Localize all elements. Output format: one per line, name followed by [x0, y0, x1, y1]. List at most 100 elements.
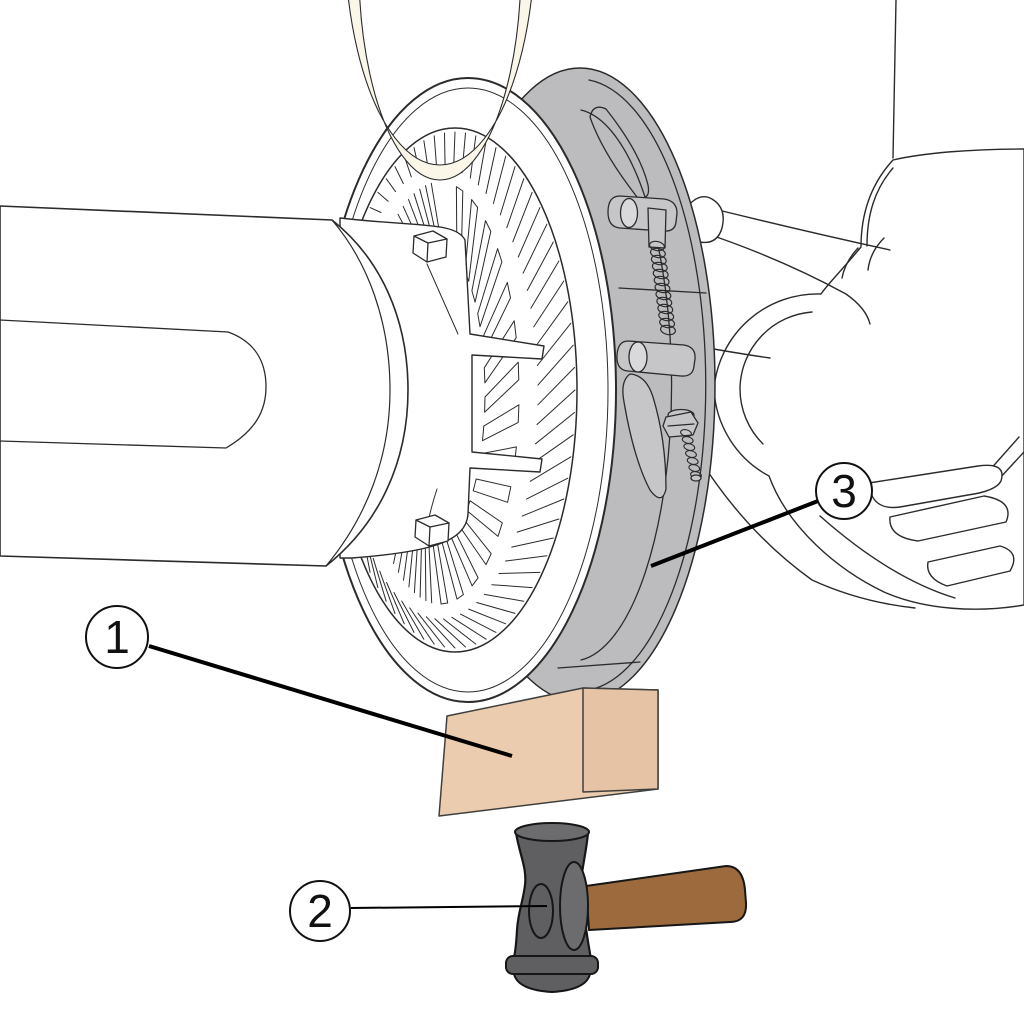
fin-line	[434, 618, 466, 648]
hex-bolt-facet	[415, 519, 450, 547]
hammer-eye	[528, 883, 554, 939]
fin-line	[498, 571, 541, 574]
fin-line	[372, 557, 387, 602]
hammer-head-top-face	[514, 822, 590, 842]
fin-line	[491, 584, 533, 589]
thread-coil	[688, 464, 701, 472]
fin-line	[393, 592, 415, 633]
housing-lip-arc-1	[866, 167, 894, 247]
fin-line	[484, 593, 525, 602]
thread-coil	[660, 324, 676, 336]
thread-coil	[650, 254, 667, 266]
thread-coil	[652, 268, 669, 280]
fin-line	[444, 132, 446, 168]
thread-coil	[686, 457, 699, 465]
band-slot-capsule	[589, 106, 650, 199]
hammer-handle	[585, 865, 748, 931]
fin-line	[516, 518, 560, 533]
callout-1-label: 1	[104, 611, 130, 663]
fin-line	[433, 135, 438, 168]
thread-coil	[649, 247, 666, 259]
tension-rod-thread	[649, 240, 676, 336]
fin-line	[468, 608, 507, 625]
spoke	[484, 361, 520, 413]
thread-coil	[653, 275, 670, 287]
input-shaft	[0, 205, 409, 567]
tension-rod-anchor	[647, 207, 667, 249]
housing-bottom-inner-line	[819, 515, 956, 599]
hammer-striking-face	[559, 861, 589, 951]
thread-coil	[657, 303, 674, 315]
hammer	[505, 822, 748, 993]
yoke-arm-lower-line	[701, 231, 871, 325]
housing-lip-arc-3	[841, 247, 859, 279]
leader-line-3	[650, 499, 819, 568]
shaft-body	[0, 205, 409, 567]
fin-line	[401, 600, 425, 640]
yoke-arm-upper-line	[693, 203, 891, 251]
fin-line	[417, 612, 445, 648]
fin-line	[394, 166, 404, 184]
band-clamp	[557, 79, 707, 691]
vent-slot-edge	[998, 451, 1024, 480]
callout-3-circle	[815, 462, 873, 520]
fin-line	[499, 166, 516, 216]
thread-coil	[651, 261, 668, 273]
fin-line	[536, 322, 572, 366]
thread-coil	[680, 429, 692, 437]
fin-line	[451, 616, 487, 640]
hex-bolt-body	[414, 514, 450, 547]
fin-line	[535, 301, 569, 347]
clamp-top-lug-hole	[619, 197, 639, 229]
thread-coil	[654, 282, 671, 294]
fin-line	[517, 207, 541, 258]
adjuster-nut-facet	[667, 423, 695, 427]
hex-bolt-body	[412, 230, 448, 263]
thread-coil	[683, 443, 696, 451]
fin-line	[492, 155, 507, 204]
bracket-fold-line	[426, 263, 459, 335]
fin-line	[459, 613, 497, 633]
hex-bolt-top	[412, 230, 448, 263]
vent-slot	[926, 545, 1015, 587]
fin-line	[529, 456, 572, 482]
thread-coil	[659, 317, 676, 329]
thread-coil	[658, 310, 675, 322]
fin-line	[537, 367, 575, 406]
callout-2-label: 2	[307, 885, 333, 937]
spoke	[482, 404, 520, 442]
leader-line-2	[350, 905, 548, 909]
fin-line	[377, 191, 389, 202]
fin-line	[379, 570, 396, 614]
fin-line	[521, 498, 565, 517]
clamp-arm	[622, 373, 667, 499]
wood-wedge-block	[438, 687, 659, 817]
spoke	[471, 220, 492, 303]
bearing-boss-inner-arc	[739, 311, 813, 445]
vent-slot	[868, 464, 1003, 509]
brake-drum-assembly	[0, 0, 716, 703]
thread-coil	[655, 289, 672, 301]
fin-line	[442, 618, 477, 645]
spoke	[477, 248, 503, 328]
friction-ring	[348, 0, 532, 181]
clamp-bottom-lug-hole	[628, 341, 648, 373]
fin-line	[512, 191, 533, 243]
fin-line	[536, 389, 576, 425]
fin-line	[535, 412, 575, 445]
spoke	[472, 478, 512, 503]
fin-line	[409, 607, 435, 645]
clamp-top-lug	[607, 195, 678, 232]
shaft-end-face-curve	[325, 219, 391, 567]
adjuster-stud-tip	[690, 474, 702, 482]
fin-line	[522, 223, 548, 274]
hex-bolt-facet	[413, 235, 448, 263]
hex-bolt-bottom	[414, 514, 450, 547]
thread-coil	[681, 436, 694, 444]
band-seam-lower	[557, 661, 641, 669]
fin-line	[526, 241, 554, 291]
housing-lip-arc-2	[867, 237, 885, 271]
gearbox-housing	[687, 0, 1024, 610]
fin-line	[533, 280, 565, 328]
